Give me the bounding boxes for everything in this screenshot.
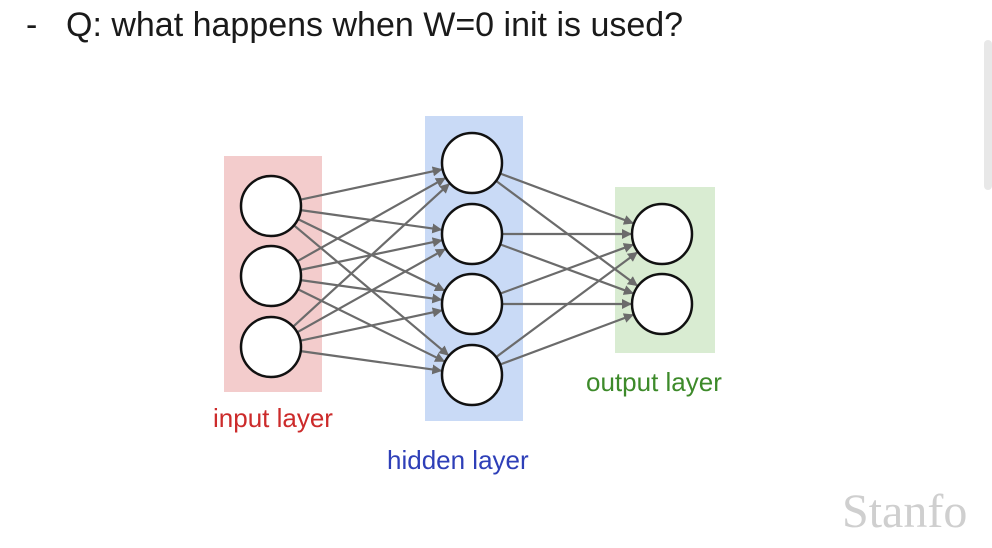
question-text: Q: what happens when W=0 init is used? — [66, 6, 684, 44]
connection-arrow — [296, 248, 446, 334]
connection-arrow — [499, 243, 634, 295]
connections — [292, 166, 638, 375]
hidden-neuron — [440, 131, 504, 195]
hidden-neuron — [440, 343, 504, 407]
hidden-neuron — [440, 202, 504, 266]
connection-arrow — [300, 166, 443, 201]
question-bullet: -Q: what happens when W=0 init is used? — [26, 6, 683, 45]
output-layer-label: output layer — [586, 367, 722, 397]
output-neuron — [630, 272, 694, 336]
connection-arrow — [292, 183, 450, 328]
input-layer-label: input layer — [213, 403, 333, 433]
output-neuron — [630, 202, 694, 266]
hidden-layer-label: hidden layer — [387, 445, 529, 475]
input-neuron — [239, 174, 303, 238]
connection-arrow — [300, 307, 443, 342]
stanford-watermark: Stanfo — [842, 485, 968, 538]
connection-arrow — [300, 350, 443, 375]
input-neuron — [239, 244, 303, 308]
hidden-neuron — [440, 272, 504, 336]
connection-arrow — [499, 172, 634, 225]
connection-arrow — [296, 177, 446, 263]
bullet-marker: - — [26, 6, 38, 44]
connection-arrow — [499, 313, 634, 366]
connection-arrow — [495, 251, 638, 359]
input-neuron — [239, 315, 303, 379]
scrollbar[interactable] — [984, 40, 992, 190]
